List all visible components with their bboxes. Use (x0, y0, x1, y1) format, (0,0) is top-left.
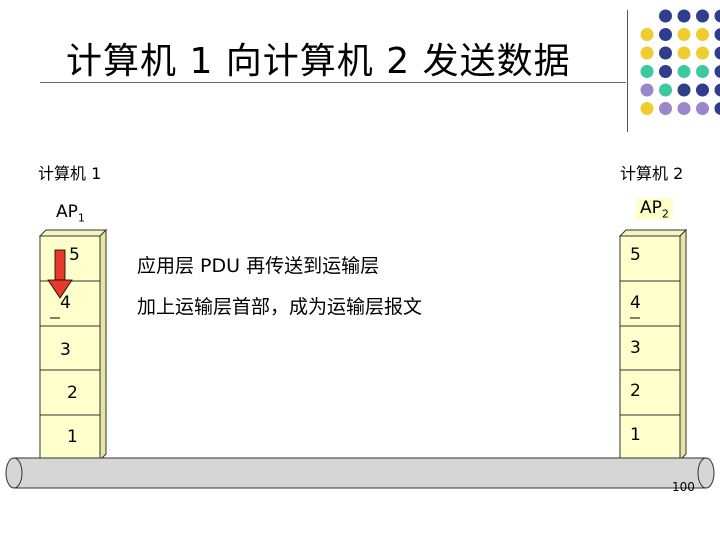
decorative-dot (640, 83, 654, 97)
ap-1-label: AP1 (54, 202, 87, 225)
decorative-vertical-line (627, 10, 628, 132)
right-layer-5-box (619, 235, 681, 282)
right-layer-4-box (619, 280, 681, 327)
left-layer-2-box (39, 369, 101, 416)
left-layer-3: 3 (60, 340, 71, 360)
decorative-dot (696, 102, 709, 115)
note-app-pdu: 应用层 PDU 再传送到运输层 (137, 255, 380, 277)
decorative-dot (696, 28, 709, 41)
down-arrow-icon (47, 249, 73, 299)
right-layer-2: 2 (630, 381, 641, 401)
decorative-dot (659, 83, 672, 97)
decorative-dot (677, 46, 691, 60)
transmission-medium (5, 457, 715, 489)
decorative-dot (640, 65, 654, 78)
host-1-label: 计算机 1 (38, 164, 102, 183)
decorative-dot (659, 65, 672, 78)
decorative-dot (677, 9, 691, 23)
decorative-dot (696, 9, 709, 23)
ap-2-label: AP2 (636, 198, 673, 221)
decorative-dot (659, 46, 672, 60)
decorative-dot (714, 65, 720, 78)
decorative-dot (640, 46, 654, 60)
left-layer-2: 2 (67, 383, 78, 403)
decorative-dot (677, 65, 691, 78)
right-layer-4: 4 (630, 293, 641, 313)
decorative-dot (659, 28, 672, 41)
right-layer-3-box (619, 325, 681, 371)
decorative-dot (677, 102, 691, 115)
decorative-dot (696, 65, 709, 78)
page-title: 计算机 1 向计算机 2 发送数据 (66, 41, 571, 82)
decorative-dot (714, 9, 720, 23)
note-transport-header: 加上运输层首部，成为运输层报文 (137, 296, 423, 318)
decorative-dot (696, 46, 709, 60)
left-stack (38, 228, 108, 462)
right-stack (618, 228, 688, 462)
right-layer-2-box (619, 369, 681, 416)
decorative-dot (659, 9, 672, 23)
decorative-dot (714, 28, 720, 41)
left-layer-3-box (39, 325, 101, 371)
right-layer-5: 5 (630, 245, 641, 265)
decorative-dot (640, 102, 654, 115)
decorative-dot-grid (640, 9, 720, 115)
right-layer-1: 1 (630, 425, 641, 445)
right-layer-1-box (619, 414, 681, 461)
decorative-dot (714, 83, 720, 97)
decorative-dot (714, 102, 720, 115)
page-number: 100 (672, 480, 695, 494)
protocol-stack-diagram (5, 228, 715, 489)
left-layer-4: 4 (60, 293, 71, 313)
decorative-dot (677, 28, 691, 41)
decorative-dot (696, 83, 709, 97)
decorative-dot (677, 83, 691, 97)
left-layer-1-box (39, 414, 101, 461)
left-layer-1: 1 (67, 427, 78, 447)
right-layer-3: 3 (630, 338, 641, 358)
left-layer-5: 5 (69, 245, 80, 265)
decorative-dot (659, 102, 672, 115)
decorative-dot (714, 46, 720, 60)
title-underline (40, 82, 626, 83)
host-2-label: 计算机 2 (620, 164, 684, 183)
decorative-dot (640, 28, 654, 41)
